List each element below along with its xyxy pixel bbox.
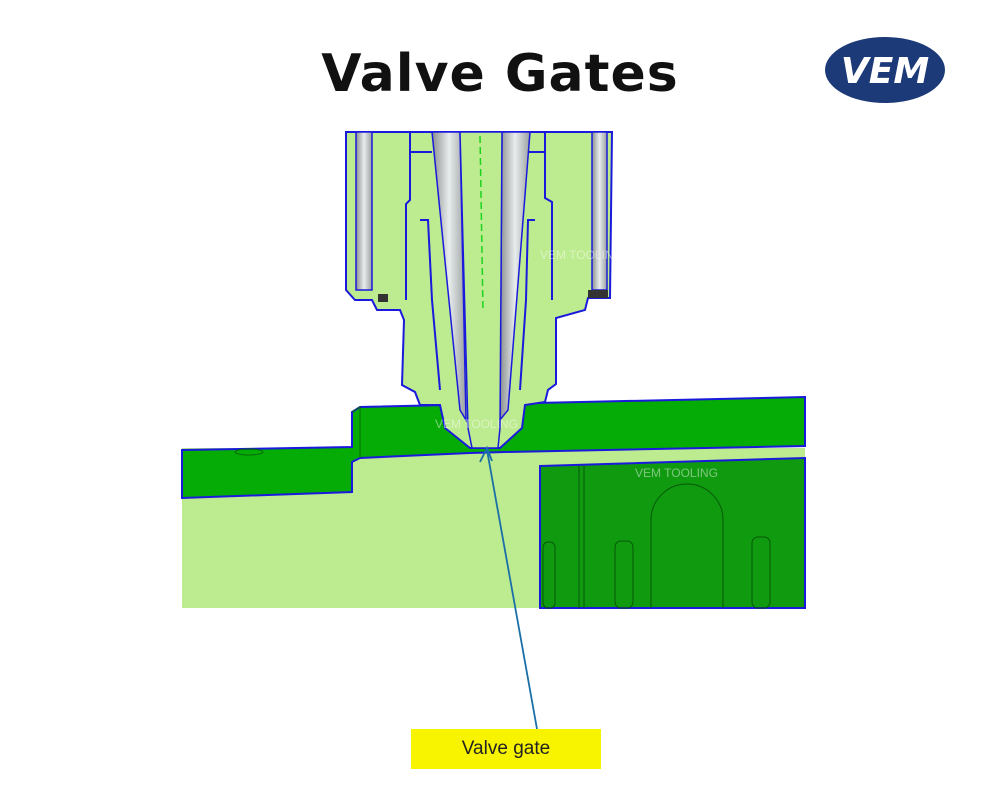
svg-text:VEM: VEM — [841, 51, 929, 92]
plate-hole — [234, 448, 264, 456]
watermark: VEM TOOLING — [435, 417, 518, 431]
arrowhead-icon — [479, 445, 493, 463]
watermark: VEM TOOLING — [540, 248, 623, 262]
nozzle-cone-left — [431, 131, 467, 423]
callout-arrow — [486, 449, 538, 730]
heater-sleeve-left — [355, 131, 373, 291]
pin-centerline — [479, 135, 484, 313]
page-title: Valve Gates — [321, 44, 679, 104]
mold-insert — [539, 456, 806, 609]
heater-sleeve-right — [591, 131, 608, 291]
hot-runner-nozzle — [345, 131, 614, 449]
vem-logo: VEM — [825, 37, 945, 103]
valve-gate-label: Valve gate — [411, 729, 601, 769]
valve-pin — [459, 131, 503, 449]
watermark: VEM TOOLING — [635, 466, 718, 480]
